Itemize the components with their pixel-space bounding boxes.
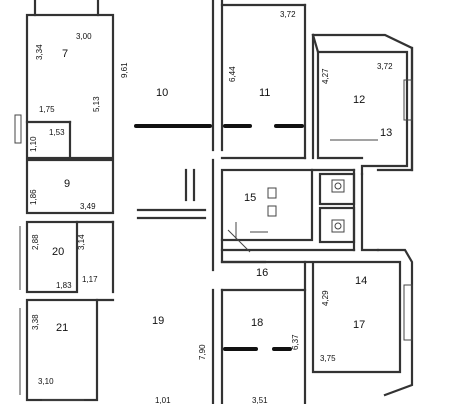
walls — [14, 0, 414, 404]
dimension-label: 1,01 — [155, 396, 171, 404]
dimension-label: 4,29 — [321, 290, 330, 306]
dimension-label: 4,27 — [321, 68, 330, 84]
dimension-label: 1,53 — [49, 128, 65, 137]
dimension-label: 3,34 — [35, 44, 44, 60]
room-label-10: 10 — [156, 87, 168, 99]
dimension-labels: 3,00 3,34 9,61 3,72 6,44 4,27 3,72 1,75 … — [29, 10, 393, 404]
room-label-13: 13 — [380, 127, 392, 139]
dimension-label: 1,17 — [82, 275, 98, 284]
dimension-label: 2,88 — [31, 234, 40, 250]
room-label-20: 20 — [52, 246, 64, 258]
dimension-label: 3,75 — [320, 354, 336, 363]
dimension-label: 1,10 — [29, 136, 38, 152]
dimension-label: 1,83 — [56, 281, 72, 290]
room-labels: 7 9 10 11 12 13 14 15 16 17 18 19 20 21 — [52, 48, 392, 334]
room-label-16: 16 — [256, 267, 268, 279]
room-label-19: 19 — [152, 315, 164, 327]
room-label-18: 18 — [251, 317, 263, 329]
dimension-label: 3,10 — [38, 377, 54, 386]
dimension-label: 3,51 — [252, 396, 268, 404]
dimension-label: 7,90 — [198, 344, 207, 360]
room-label-7: 7 — [62, 48, 68, 60]
dimension-label: 3,00 — [76, 32, 92, 41]
room-label-17: 17 — [353, 319, 365, 331]
dimension-label: 3,14 — [77, 234, 86, 250]
dimension-label: 3,38 — [31, 314, 40, 330]
room-label-21: 21 — [56, 322, 68, 334]
plumbing-fixtures — [267, 179, 345, 233]
dimension-label: 3,49 — [80, 202, 96, 211]
room-label-11: 11 — [259, 87, 270, 99]
dimension-label: 3,72 — [280, 10, 296, 19]
door-openings — [134, 124, 304, 351]
room-label-14: 14 — [355, 275, 367, 287]
dimension-label: 1,75 — [39, 105, 55, 114]
dimension-label: 1,86 — [29, 189, 38, 205]
room-label-15: 15 — [244, 192, 256, 204]
room-label-12: 12 — [353, 94, 365, 106]
dimension-label: 5,13 — [92, 96, 101, 112]
room-label-9: 9 — [64, 178, 70, 190]
dimension-label: 6,37 — [291, 334, 300, 350]
dimension-label: 3,72 — [377, 62, 393, 71]
dimension-label: 9,61 — [120, 62, 129, 78]
dimension-label: 6,44 — [228, 66, 237, 82]
